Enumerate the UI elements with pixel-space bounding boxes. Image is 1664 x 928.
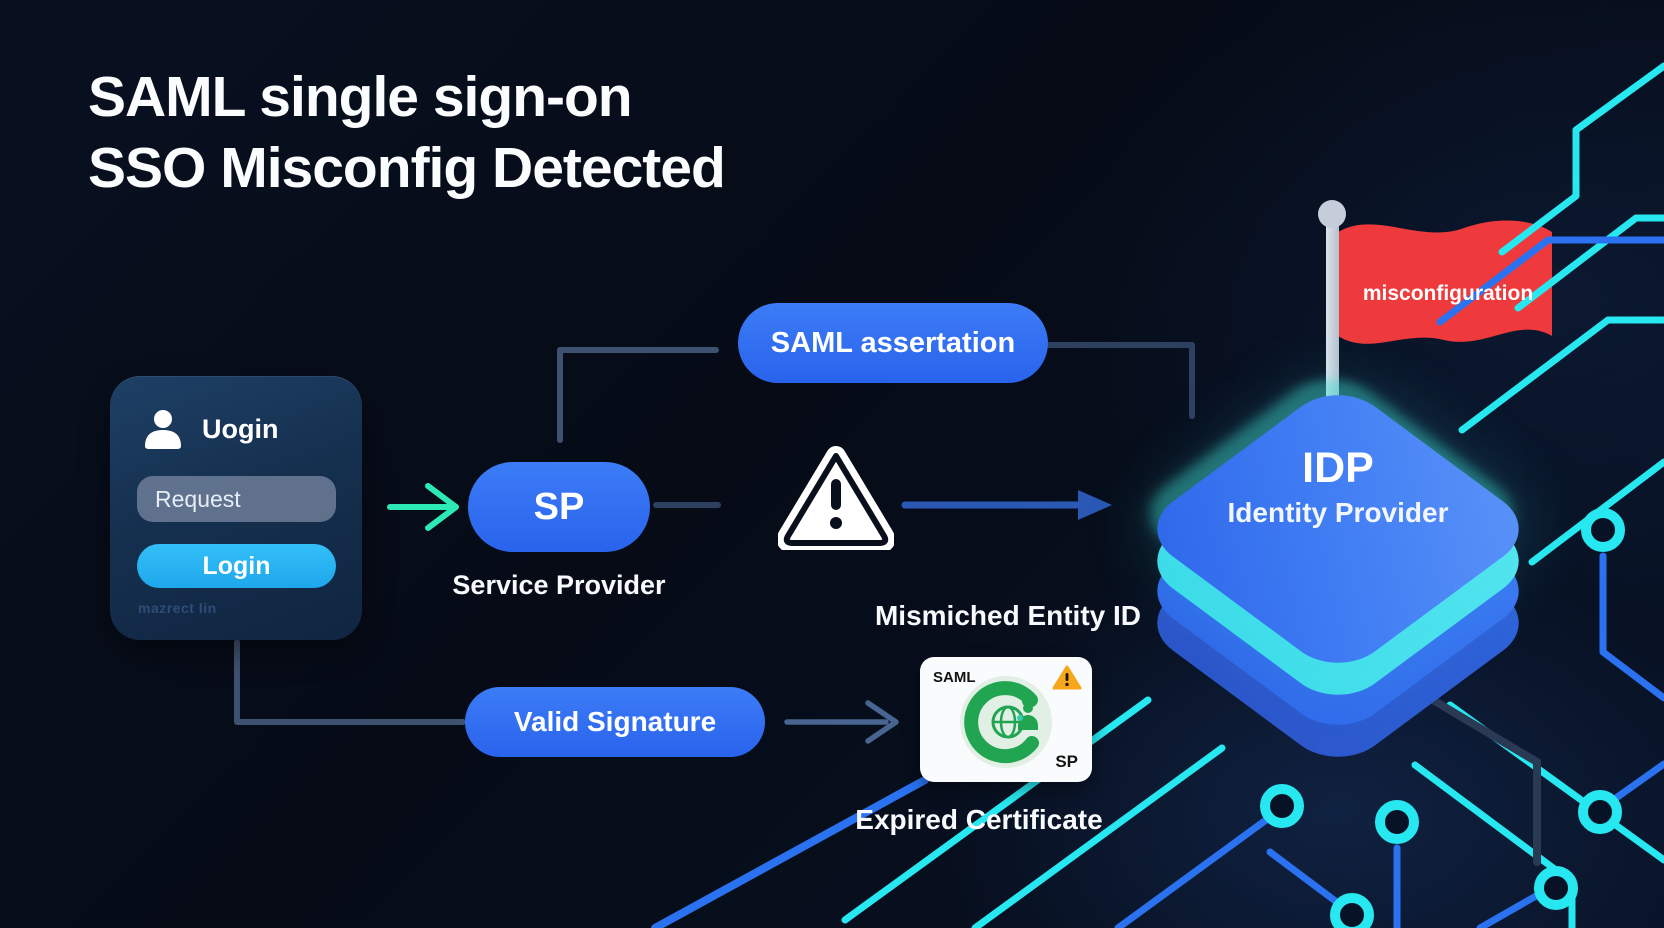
title-line-2: SSO Misconfig Detected: [88, 135, 726, 200]
saml-assertion-pill: SAML assertation: [738, 303, 1048, 383]
certificate-card: SAML SP: [920, 657, 1092, 782]
warning-triangle-icon: [778, 446, 894, 550]
circuit-blue-lines: [651, 236, 1664, 928]
login-card: Uogin Request Login mazrect lin: [110, 376, 362, 640]
certificate-card-saml-text: SAML: [933, 669, 976, 686]
idp-stack: IDP Identity Provider: [1128, 363, 1548, 786]
flag-pole-cap: [1318, 200, 1346, 228]
sp-node-label: Service Provider: [452, 570, 666, 600]
connector-assertion-to-idp: [1045, 342, 1195, 419]
idp-label-block: IDP Identity Provider: [1128, 444, 1548, 529]
user-icon: [145, 410, 181, 449]
login-card-footnote: mazrect lin: [138, 600, 217, 616]
connector-sp-to-assertion: [557, 347, 719, 443]
expired-certificate-label: Expired Certificate: [855, 804, 1103, 835]
valid-signature-pill: Valid Signature: [465, 687, 765, 757]
circuit-via-rings: [1260, 508, 1625, 928]
idp-title: IDP: [1302, 444, 1374, 492]
arrow-signature-to-certificate: [784, 700, 899, 744]
connector-login-to-signature: [234, 639, 466, 725]
login-button[interactable]: Login: [137, 544, 336, 588]
login-card-title: Uogin: [202, 413, 279, 444]
mismatched-entity-label: Mismiched Entity ID: [874, 600, 1142, 631]
arrow-login-to-sp: [387, 483, 459, 531]
flag-label: misconfiguration: [1362, 282, 1534, 305]
certificate-card-sp-text: SP: [1055, 752, 1078, 771]
title-line-1: SAML single sign-on: [88, 65, 633, 129]
sp-node: SP: [468, 462, 650, 552]
saml-cert-logo-icon: [960, 676, 1052, 768]
login-card-header: Uogin: [140, 406, 278, 452]
page-title: SAML single sign-on SSO Misconfig Detect…: [88, 62, 726, 203]
request-input[interactable]: Request: [137, 476, 336, 522]
small-warning-icon: [1052, 665, 1082, 690]
red-flag-icon: [1338, 220, 1552, 344]
idp-subtitle: Identity Provider: [1227, 497, 1449, 528]
arrow-warning-to-idp: [901, 490, 1112, 520]
circuit-dark-line: [1429, 696, 1541, 866]
